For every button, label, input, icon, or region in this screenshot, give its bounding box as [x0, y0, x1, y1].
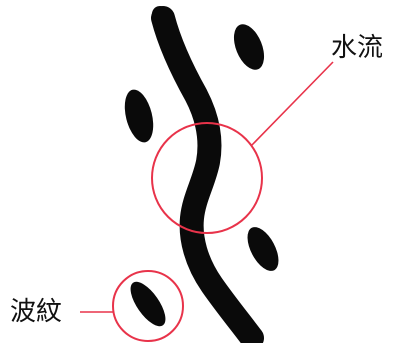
- ripple-blob-upper-right: [228, 20, 270, 74]
- water-flow-label: 水流: [331, 33, 383, 63]
- ripple-blob-lower-right: [241, 222, 285, 276]
- ripples-label: 波紋: [10, 297, 62, 327]
- ripple-blob-circled: [124, 276, 172, 331]
- ripple-blob-left: [120, 87, 158, 146]
- water-flow-leader-line: [251, 62, 333, 146]
